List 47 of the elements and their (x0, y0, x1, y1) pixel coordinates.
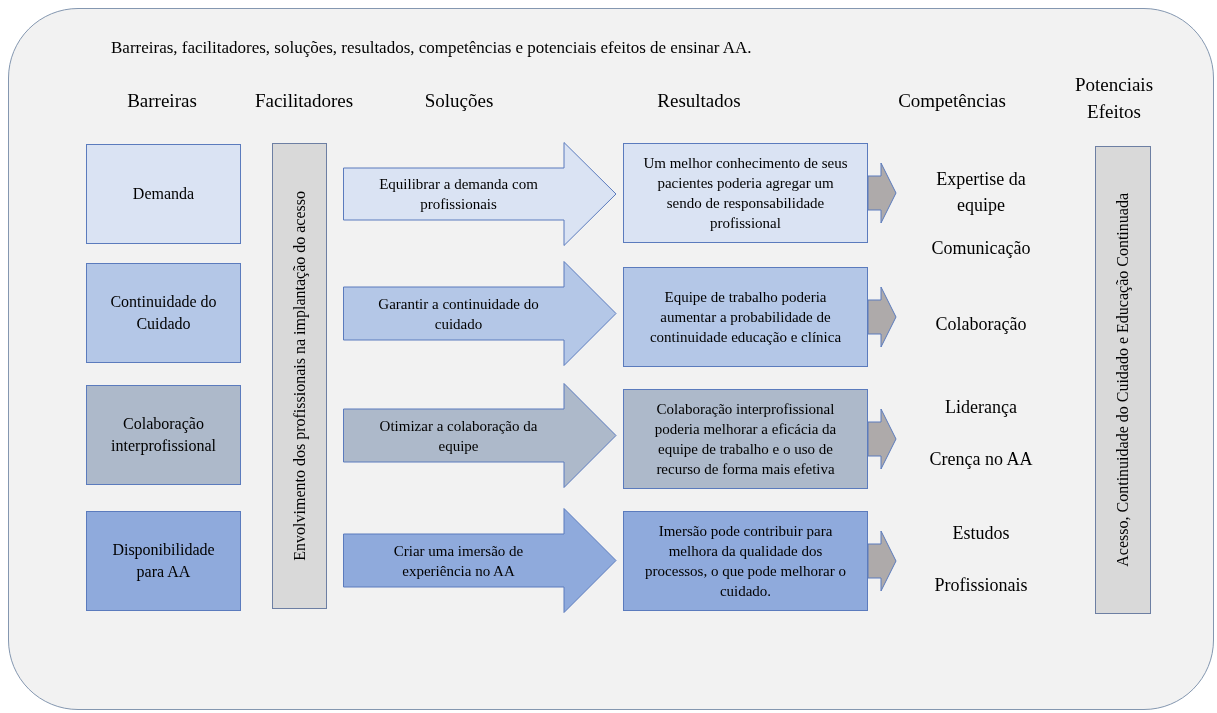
competency-label: Profissionais (934, 574, 1028, 597)
block-arrow-connector (867, 530, 897, 592)
result-text: Imersão pode contribuir para melhora da qualidade dos processos, o que pode melhorar o cuidado. (644, 522, 847, 601)
solution-banner (343, 508, 617, 613)
column-header: Facilitadores (254, 90, 354, 111)
result-box (623, 511, 868, 611)
arrow-text: Garantir a continuidade do cuidado (377, 294, 540, 334)
arrow-text: Otimizar a colaboração da equipe (378, 416, 539, 456)
column-header: Potenciais Efeitos (1074, 74, 1154, 122)
block-arrow-connector (867, 162, 897, 224)
competency-label: Crença no AA (929, 448, 1033, 471)
result-text: Equipe de trabalho poderia aumentar a probabilidade de continuidade educação e clínica (648, 288, 843, 347)
arrow-text: Equilibrar a demanda com profissionais (378, 175, 539, 214)
barrier-box (86, 263, 241, 363)
result-text: Um melhor conhecimento de seus pacientes poderia agregar um sendo de responsabilidade profissional (642, 154, 849, 233)
box-text: Continuidade do Cuidado (109, 292, 218, 334)
column-header: Barreiras (127, 90, 197, 111)
frame-heading: Barreiras, facilitadores, soluções, resultados, competências e potenciais efeitos de ensinar AA. (111, 37, 752, 59)
vertical-text: Envolvimento dos profissionais na implantação do acesso (289, 191, 309, 561)
solution-banner (343, 383, 617, 488)
box-text: Disponibilidade para AA (111, 540, 216, 583)
barrier-box (86, 144, 241, 244)
result-box (623, 267, 868, 367)
vertical-bar (272, 143, 327, 609)
barrier-box (86, 385, 241, 485)
block-arrow-connector (867, 286, 897, 348)
result-text: Colaboração interprofissional poderia melhorar a eficácia da equipe de trabalho e o uso de recurso de forma mais efetiva (653, 400, 838, 479)
result-box (623, 389, 868, 489)
column-header: Competências (898, 90, 1006, 111)
solution-banner (343, 142, 617, 246)
competency-label: Colaboração (935, 313, 1027, 336)
barrier-box (86, 511, 241, 611)
competency-label: Liderança (945, 396, 1017, 419)
block-arrow-connector (867, 408, 897, 470)
competency-label: Expertise da equipe (935, 167, 1027, 217)
box-text: Demanda (132, 184, 195, 204)
rounded-frame (8, 8, 1214, 710)
box-text: Colaboração interprofissional (110, 414, 217, 457)
column-header: Soluções (424, 90, 494, 111)
competency-label: Estudos (952, 522, 1010, 545)
arrow-text: Criar uma imersão de experiência no AA (392, 541, 525, 581)
column-header: Resultados (657, 90, 741, 111)
solution-banner (343, 261, 617, 366)
competency-label: Comunicação (931, 236, 1031, 260)
result-box (623, 143, 868, 243)
vertical-bar (1095, 146, 1151, 614)
vertical-text: Acesso, Continuidade do Cuidado e Educação Continuada (1113, 193, 1133, 567)
